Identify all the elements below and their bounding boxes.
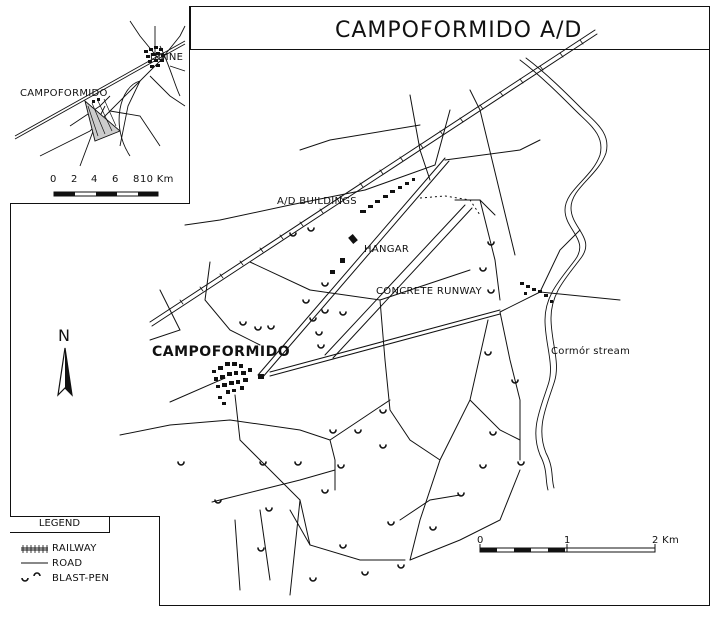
inset-label-udine: UDINE: [150, 52, 184, 63]
inset-scale-tick: 10 Km: [140, 174, 174, 185]
inset-scale-tick: 0: [50, 174, 57, 185]
legend-railway-symbol: [21, 545, 48, 553]
campoformido-town-blocks: [212, 362, 264, 405]
north-label: N: [58, 326, 71, 345]
inset-label-campoformido: CAMPOFORMIDO: [20, 88, 108, 99]
legend-blast-pen-symbol: [21, 572, 41, 582]
inset-scale-tick: 6: [112, 174, 119, 185]
legend-title: LEGEND: [10, 516, 110, 533]
blast-pens: [177, 227, 525, 582]
map-title: CAMPOFORMIDO A/D: [335, 18, 583, 43]
inset-scale-tick: 2: [71, 174, 78, 185]
inset-map: [10, 6, 190, 204]
north-arrow-icon: [57, 347, 73, 397]
ad-building-blocks: [330, 178, 415, 274]
label-concrete-runway: CONCRETE RUNWAY: [376, 286, 482, 297]
roads: [119, 89, 621, 596]
inset-scale-bar: [53, 191, 159, 197]
railway-ticks: [179, 39, 584, 305]
legend-label-road: ROAD: [52, 558, 83, 569]
label-cormor-stream: Cormór stream: [551, 346, 631, 357]
legend-box: [10, 516, 160, 606]
scale-tick: 1: [564, 535, 571, 546]
cormor-stream: [519, 57, 608, 491]
scale-tick: 0: [477, 535, 484, 546]
label-campoformido: CAMPOFORMIDO: [152, 344, 291, 360]
village-blocks: [520, 282, 553, 303]
legend-label-blast-pen: BLAST-PEN: [52, 573, 110, 584]
concrete-runway: [324, 204, 473, 359]
legend-label-railway: RAILWAY: [52, 543, 97, 554]
label-ad-buildings: A/D BUILDINGS: [277, 196, 357, 207]
label-hangar: HANGAR: [364, 244, 410, 255]
inset-scale-tick: 4: [91, 174, 98, 185]
title-box: [190, 6, 710, 50]
scale-tick: 2 Km: [652, 535, 680, 546]
main-scale-bar: [479, 544, 656, 553]
inset-map-drawing: [14, 20, 186, 197]
inset-scale-tick: 8: [133, 174, 140, 185]
